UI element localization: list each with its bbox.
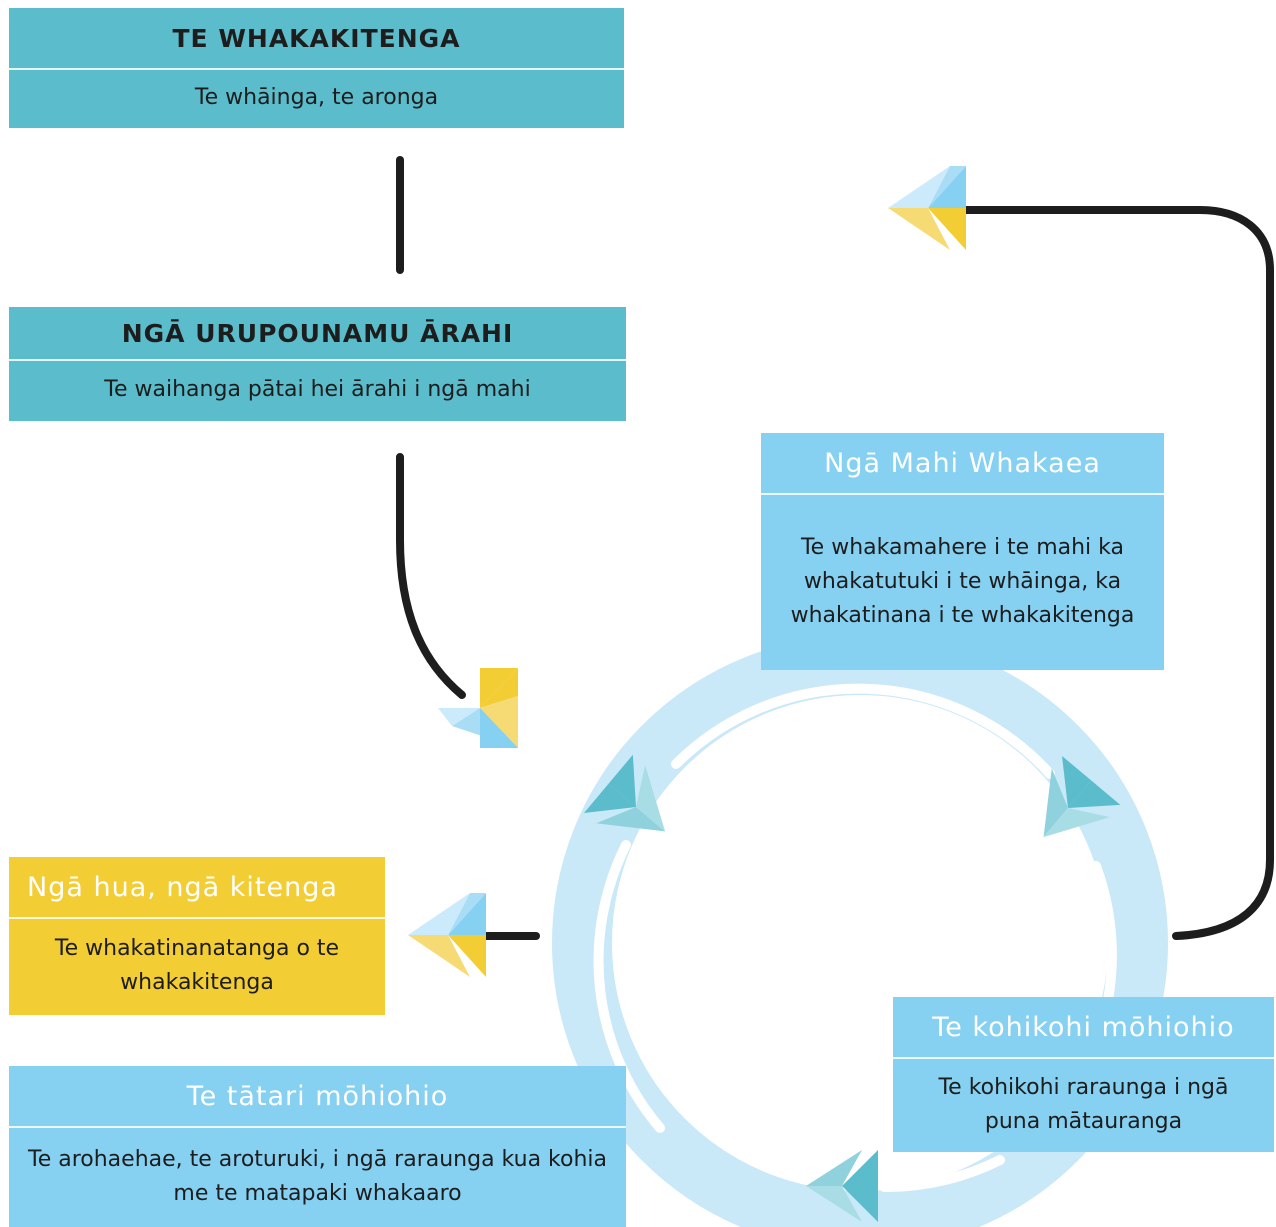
actions-title: Ngā Mahi Whakaea: [761, 433, 1164, 495]
connector-loop-return: [958, 206, 1274, 940]
arrow-chevron-icon: [438, 668, 518, 748]
collect-info-title: Te kohikohi mōhiohio: [893, 997, 1274, 1059]
guiding-questions-title: NGĀ URUPOUNAMU ĀRAHI: [9, 307, 626, 361]
analysis-description: Te arohaehae, te aroturuki, i ngā raraun…: [28, 1146, 607, 1206]
cycle-ring-arc-left: [593, 840, 665, 1133]
cycle-ring-arc-right: [1091, 861, 1117, 1005]
analysis-title: Te tātari mōhiohio: [9, 1066, 626, 1128]
actions-box: Ngā Mahi Whakaea Te whakamahere i te mah…: [761, 433, 1164, 670]
arrow-chevron-icon: [888, 166, 966, 250]
connector-guiding-to-actions: [396, 453, 466, 699]
arrow-chevron-icon: [408, 893, 486, 977]
actions-description: Te whakamahere i te mahi ka whakatutuki …: [790, 534, 1135, 628]
results-description: Te whakatinanatanga o te whakakitenga: [54, 936, 340, 995]
collect-info-box: Te kohikohi mōhiohio Te kohikohi raraung…: [893, 997, 1274, 1152]
arrow-chevron-icon: [806, 1150, 878, 1222]
guiding-questions-description: Te waihanga pātai hei ārahi i ngā mahi: [104, 377, 531, 402]
guiding-questions-box: NGĀ URUPOUNAMU ĀRAHI Te waihanga pātai h…: [9, 307, 626, 421]
arrow-chevron-icon: [1043, 755, 1121, 838]
analysis-box: Te tātari mōhiohio Te arohaehae, te arot…: [9, 1066, 626, 1227]
results-title: Ngā hua, ngā kitenga: [9, 857, 385, 919]
cycle-ring-arc-top: [671, 683, 1055, 779]
cycle-ring-arc-bottom: [879, 1155, 1005, 1193]
results-box: Ngā hua, ngā kitenga Te whakatinanatanga…: [9, 857, 385, 1015]
vision-title: TE WHAKAKITENGA: [9, 8, 624, 70]
vision-description: Te whāinga, te aronga: [194, 85, 439, 110]
collect-info-description: Te kohikohi raraunga i ngā puna mātauran…: [938, 1074, 1229, 1134]
arrow-chevron-icon: [583, 754, 666, 832]
vision-box: TE WHAKAKITENGA Te whāinga, te aronga: [9, 8, 624, 128]
